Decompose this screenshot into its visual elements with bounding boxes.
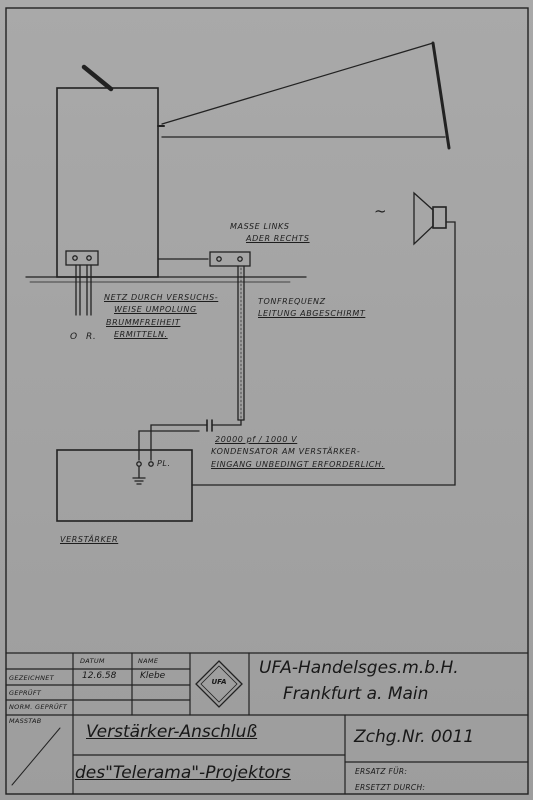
tone-socket — [209, 251, 251, 267]
row-geprueft: GEPRÜFT — [9, 689, 42, 697]
netz-note-line3: BRUMMFREIHEIT — [106, 317, 181, 327]
capacitor-value: 20000 pf / 1000 V — [215, 435, 298, 444]
terminal-r-label: R. — [86, 332, 97, 342]
amplifier-label: VERSTÄRKER — [60, 535, 119, 544]
masse-label-line1: MASSE LINKS — [230, 222, 290, 231]
drawing-border — [5, 7, 529, 795]
row-norm-geprueft: NORM. GEPRÜFT — [9, 703, 68, 711]
ersetzt-durch: ERSETZT DURCH: — [355, 783, 426, 792]
speaker-cable — [191, 221, 456, 486]
projection-screen — [431, 41, 451, 150]
company-name: UFA-Handelsges.m.b.H. — [259, 658, 459, 678]
column-name: NAME — [138, 657, 159, 665]
projector-socket — [65, 250, 99, 266]
terminal-o-label: O — [70, 332, 78, 342]
capacitor-note-line1: KONDENSATOR AM VERSTÄRKER- — [211, 447, 361, 457]
logo-text: UFA — [211, 678, 227, 686]
ufa-logo — [195, 660, 243, 708]
projector-box — [56, 87, 159, 278]
tonfrequenz-note: TONFREQUENZ LEITUNG ABGESCHIRMT — [258, 296, 365, 321]
amplifier-box — [56, 449, 193, 522]
ersatz-fuer: ERSATZ FÜR: — [355, 767, 408, 776]
projector-lever — [81, 64, 114, 92]
netz-note: NETZ DURCH VERSUCHS- WEISE UMPOLUNG BRUM… — [104, 292, 218, 342]
row-masstab: MASSTAB — [9, 717, 42, 725]
projection-beam-top — [161, 42, 434, 125]
netz-note-line2: WEISE UMPOLUNG — [114, 305, 197, 315]
tonfrequenz-line2: LEITUNG ABGESCHIRMT — [258, 309, 366, 319]
netz-note-line4: ERMITTELN. — [114, 330, 168, 340]
date-value: 12.6.58 — [82, 671, 117, 681]
row-gezeichnet: GEZEICHNET — [9, 674, 54, 682]
drawing-title-line2: des"Telerama"-Projektors — [75, 763, 291, 783]
drawing-title-line1: Verstärker-Anschluß — [86, 722, 258, 742]
loudspeaker — [432, 206, 447, 229]
netz-note-line1: NETZ DURCH VERSUCHS- — [104, 293, 219, 302]
plug-label: PL. — [157, 459, 171, 468]
name-value: Klebe — [140, 671, 166, 681]
masse-label-line2: ADER RECHTS — [246, 234, 310, 244]
capacitor-note-line2: EINGANG UNBEDINGT ERFORDERLICH. — [211, 459, 385, 469]
ac-symbol: ~ — [374, 202, 388, 220]
tonfrequenz-line1: TONFREQUENZ — [258, 297, 326, 306]
masse-label: MASSE LINKS ADER RECHTS — [230, 221, 310, 246]
company-city: Frankfurt a. Main — [283, 684, 429, 704]
drawing-number: Zchg.Nr. 0011 — [354, 727, 475, 747]
capacitor-note: 20000 pf / 1000 V KONDENSATOR AM VERSTÄR… — [211, 434, 385, 471]
column-datum: DATUM — [80, 657, 105, 665]
